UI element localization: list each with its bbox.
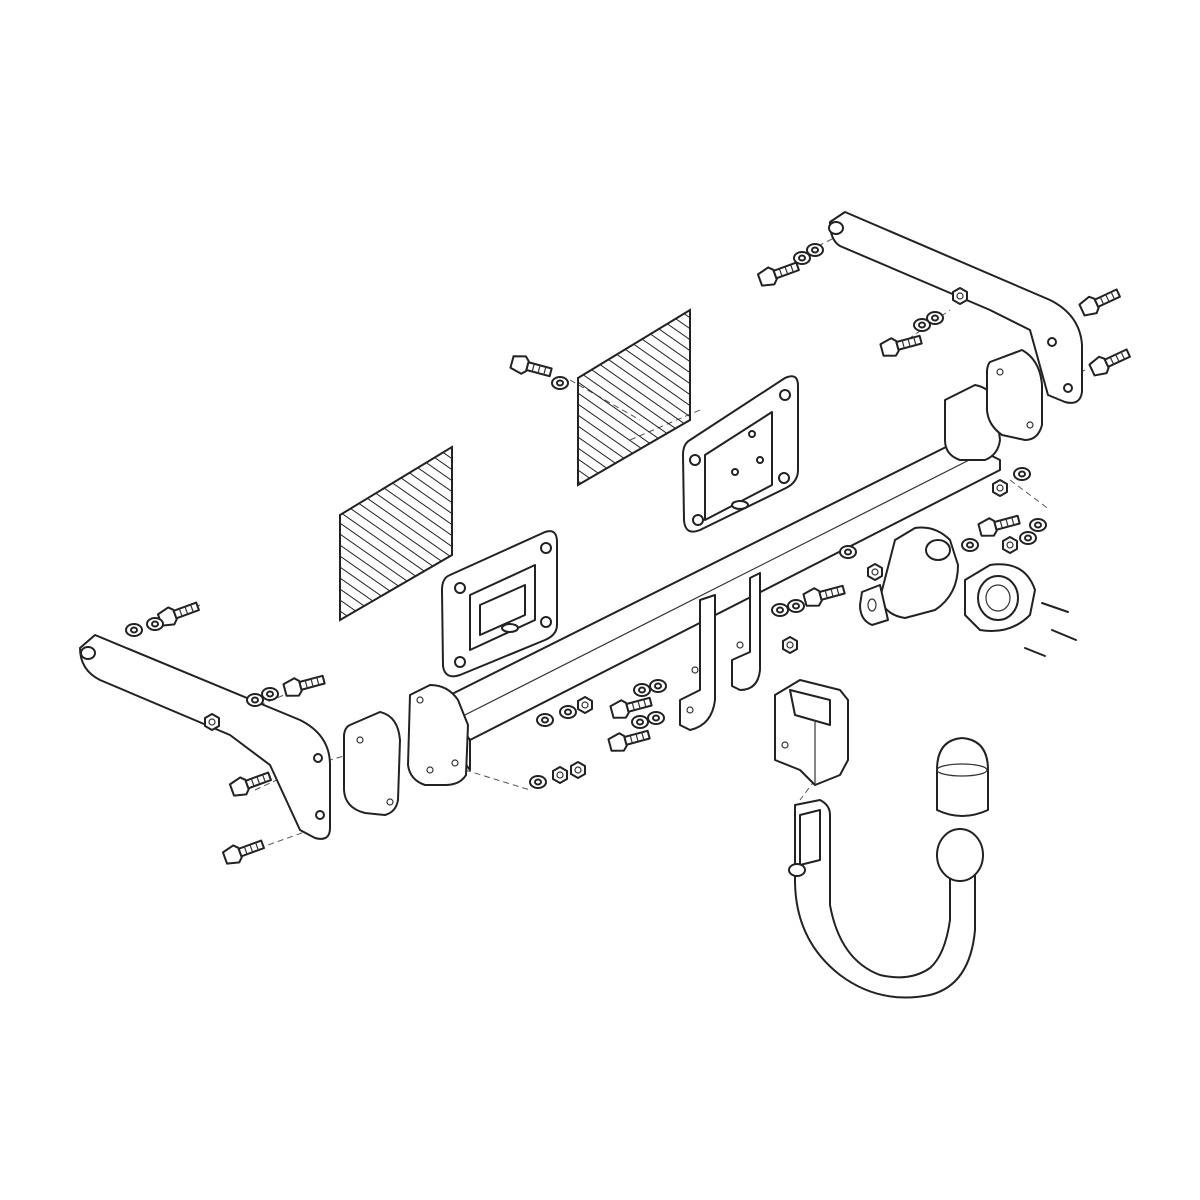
right-spacer-plate	[986, 349, 1043, 441]
left-mounting-bracket	[79, 634, 331, 840]
right-adhesive-pad	[577, 308, 691, 487]
electrical-socket	[964, 563, 1036, 632]
tow-ball-cover-cap	[936, 737, 989, 817]
left-spacer-plate	[343, 711, 401, 816]
left-adhesive-pad	[339, 445, 453, 622]
detachable-tow-ball-neck	[788, 799, 984, 999]
ball-coupling-receiver	[774, 679, 849, 786]
left-reinforcement-plate	[441, 530, 558, 678]
right-reinforcement-plate	[682, 375, 799, 533]
bolts-nuts-washers	[125, 243, 1134, 868]
right-mounting-bracket	[828, 211, 1083, 404]
socket-holder-plate	[859, 526, 959, 626]
tow-bar-crossbeam	[407, 384, 1001, 786]
